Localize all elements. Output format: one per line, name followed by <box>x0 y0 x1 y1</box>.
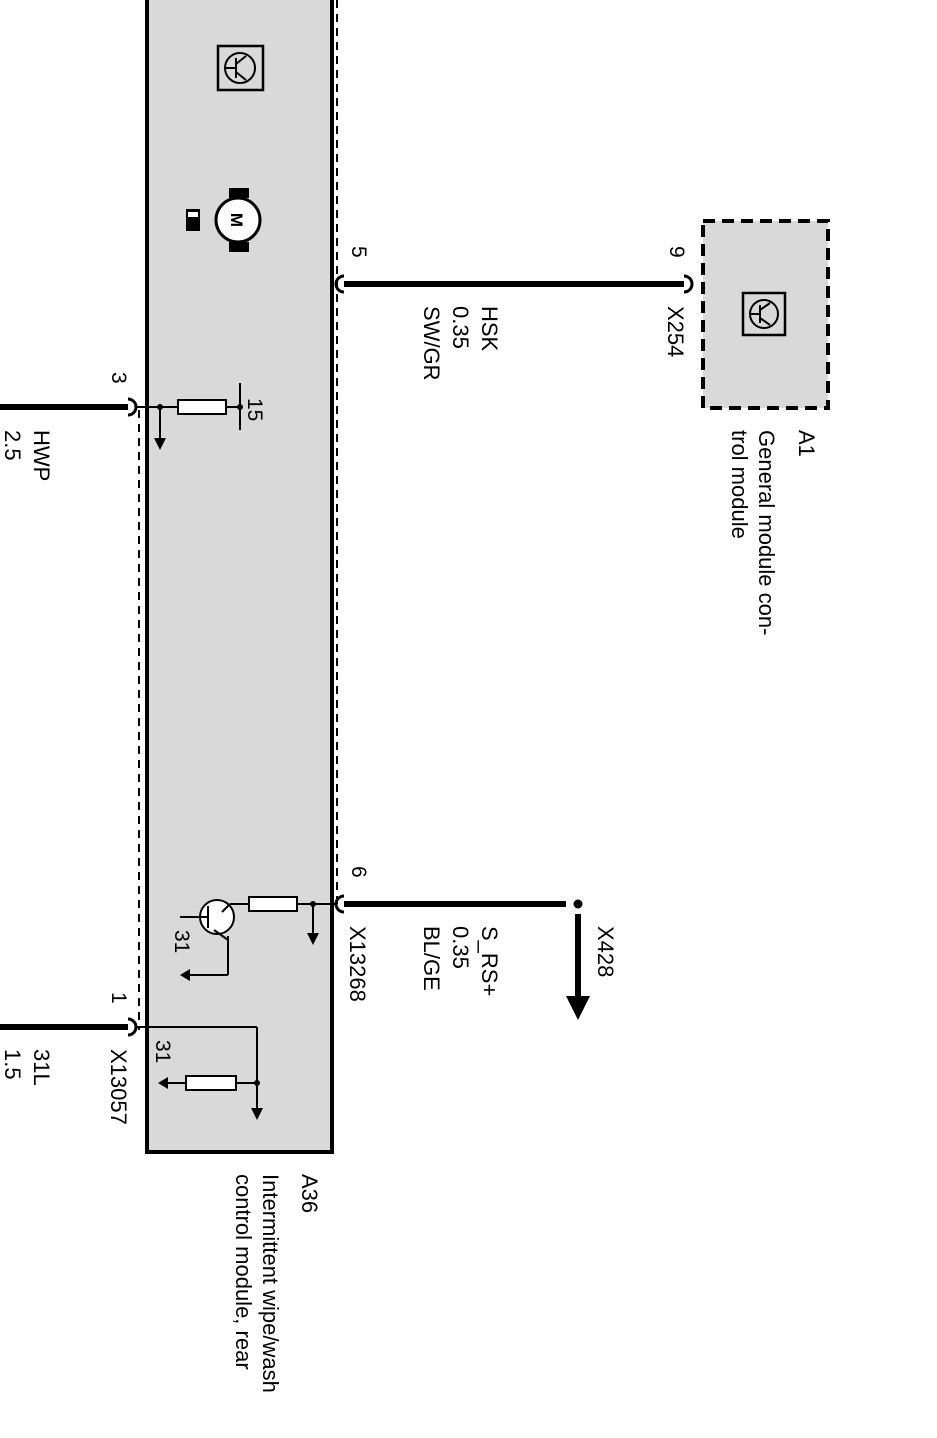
module-a1-id: A1 <box>794 430 819 457</box>
module-a36-desc-line2: control module, rear <box>231 1174 256 1370</box>
internal-circuit-31 <box>136 1026 263 1120</box>
pin3-terminal <box>127 397 138 417</box>
module-a1-desc-line1: General module con- <box>754 430 779 635</box>
a1-transistor-symbol-icon <box>741 291 787 337</box>
connector-x428: X428 <box>593 926 618 977</box>
wire-s-rs-color: BL/GE <box>419 926 444 991</box>
wire-s-rs-size: 0.35 <box>448 926 473 969</box>
wire-s-rs-name: S_RS+ <box>477 926 502 996</box>
x428-arrow-head <box>566 996 590 1020</box>
wire-hsk-size: 0.35 <box>448 306 473 349</box>
pin9-terminal <box>683 274 694 294</box>
wire-hsk-color: SW/GR <box>419 306 444 381</box>
module-a36-body <box>145 0 334 1154</box>
terminal-31-resistor-label: 31 <box>151 1040 174 1063</box>
pin-5-label: 5 <box>347 246 370 258</box>
motor-icon: M <box>186 188 262 252</box>
module-a1-desc-line2: trol module <box>727 430 752 539</box>
x428-dot <box>573 899 583 909</box>
module-a36-id: A36 <box>297 1174 322 1213</box>
wire-hsk-name: HSK <box>477 306 502 352</box>
internal-circuit-15 <box>136 383 243 450</box>
pin1-terminal <box>127 1017 138 1037</box>
connector-x254: X254 <box>663 306 688 357</box>
wire-31l-name: 31L <box>29 1049 54 1086</box>
pin-6-label: 6 <box>347 866 370 878</box>
wire-31l-size: 1.5 <box>0 1049 25 1080</box>
pin6-terminal <box>334 894 345 914</box>
terminal-31-transistor-label: 31 <box>170 930 193 953</box>
transistor-symbol-icon <box>216 44 265 92</box>
wire-hwp-name: HWP <box>29 430 54 481</box>
pin-3-label: 3 <box>107 372 130 384</box>
terminal-15-label: 15 <box>243 398 266 421</box>
module-a1-body <box>701 219 830 410</box>
internal-circuit-transistor <box>180 896 336 981</box>
connector-x13057: X13057 <box>106 1049 131 1125</box>
svg-text:M: M <box>227 213 246 227</box>
pin-1-label: 1 <box>107 992 130 1004</box>
wire-hwp-size: 2.5 <box>0 430 25 461</box>
module-a36-desc-line1: Intermittent wipe/wash <box>258 1174 283 1393</box>
pin5-terminal <box>334 274 345 294</box>
connector-x13268: X13268 <box>345 926 370 1002</box>
pin-9-label: 9 <box>665 246 688 258</box>
